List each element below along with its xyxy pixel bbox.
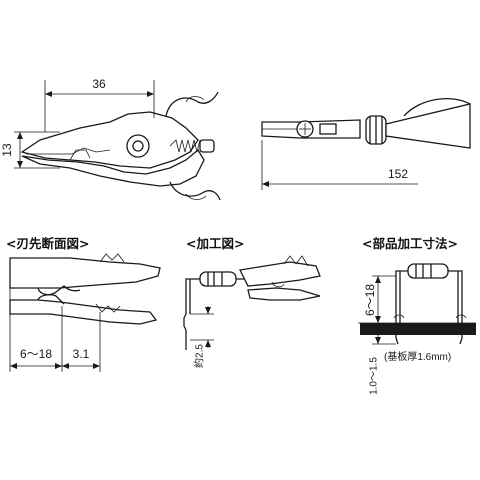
resistor <box>199 271 237 287</box>
board-thickness-note: (基板厚1.6mm) <box>384 350 451 363</box>
dim-cut-range: 6～18 <box>20 347 52 361</box>
dim-jaw-length: 36 <box>92 77 106 91</box>
right-lead <box>448 270 463 345</box>
nipper-head-lower <box>247 287 321 301</box>
handle-top <box>385 103 471 149</box>
upper-handle <box>165 91 219 117</box>
blade-dimensions <box>9 288 101 372</box>
lower-handle <box>169 181 221 201</box>
dim-protrusion: 1.0～1.5 <box>369 357 380 395</box>
dimension-13 <box>14 131 60 169</box>
mounted-resistor <box>407 263 449 279</box>
nipper-side-view <box>20 91 221 201</box>
blade-section-drawing <box>9 253 161 325</box>
lower-jaw <box>21 149 205 187</box>
left-lead <box>395 270 408 345</box>
lead-wire <box>183 278 200 350</box>
dim-edge-offset: 3.1 <box>73 347 90 361</box>
dimension-152 <box>261 140 418 190</box>
dim-lead-height: 6～18 <box>363 284 377 316</box>
lower-blade <box>9 299 158 325</box>
dim-jaw-height: 13 <box>0 143 14 157</box>
processing-drawing <box>183 255 321 350</box>
nipper-head-upper <box>239 261 321 287</box>
upper-blade <box>9 257 161 289</box>
pivot-bolt <box>126 134 150 158</box>
part-processing-drawing <box>358 263 476 345</box>
nipper-top-view <box>261 98 471 149</box>
circuit-board <box>360 323 476 335</box>
dim-total-length: 152 <box>388 167 408 181</box>
blade-section-title: <刃先断面図> <box>6 236 89 251</box>
processing-title: <加工図> <box>186 236 244 251</box>
dimension-36 <box>44 80 155 132</box>
dim-bend-length: 約2.5 <box>193 344 206 368</box>
part-processing-title: <部品加工寸法> <box>362 236 458 251</box>
